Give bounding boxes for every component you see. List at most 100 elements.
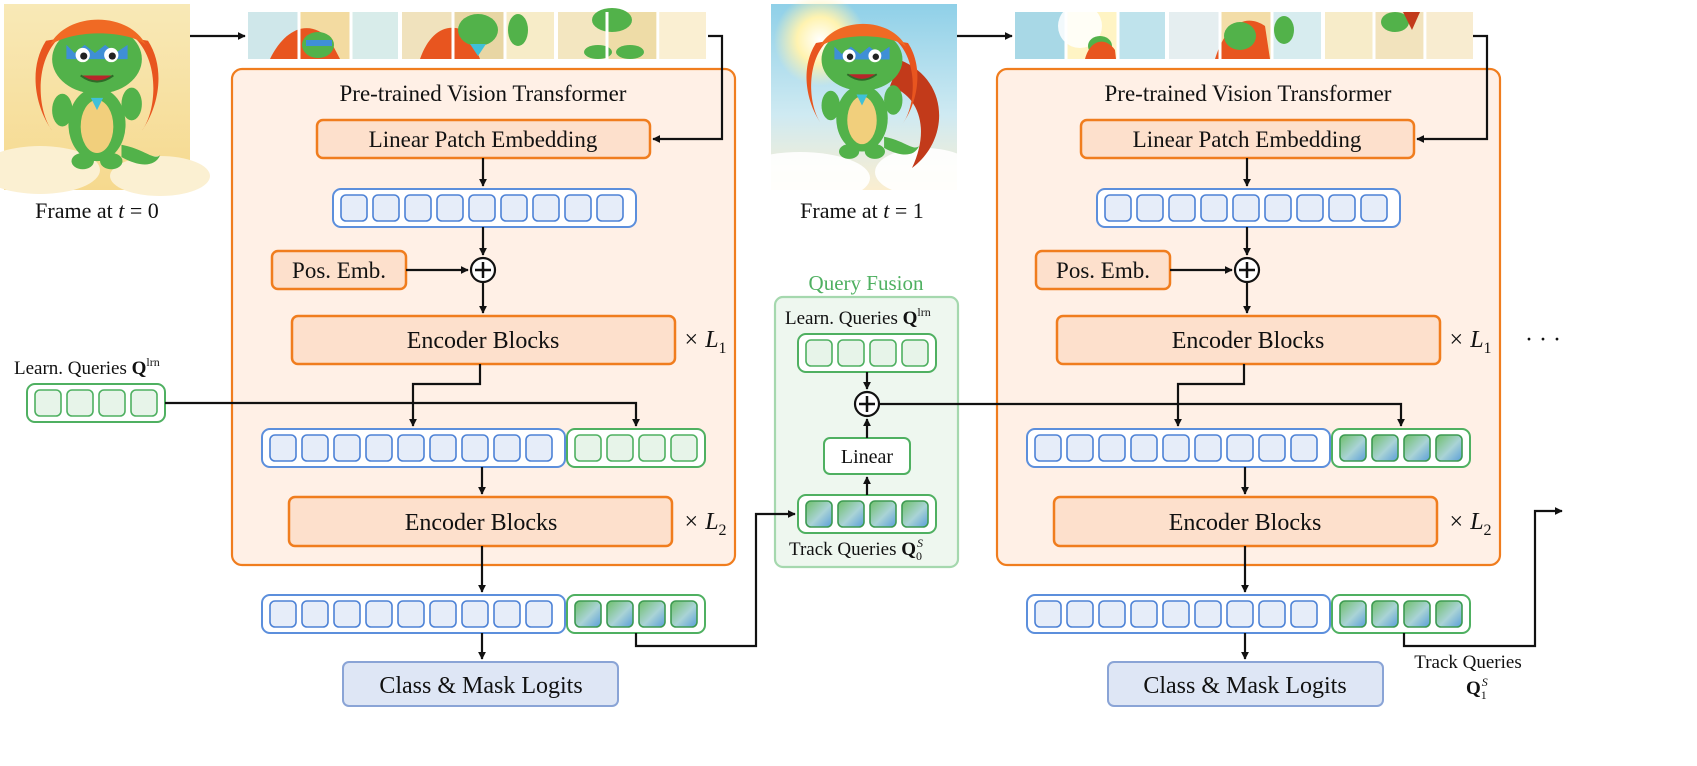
repeat-l2-left: × L2	[683, 509, 727, 539]
add-op-left-icon	[469, 256, 497, 284]
track-query-token	[1371, 600, 1399, 628]
patch-token	[429, 600, 457, 628]
patch-token	[1098, 600, 1126, 628]
learn-queries-label-left: Learn. Queries Qlrn	[14, 355, 160, 379]
class-mask-logits-right	[1107, 661, 1384, 707]
encoder-blocks-1-right	[1055, 314, 1442, 366]
frame-0-image	[0, 4, 210, 196]
fusion-learn-queries-row	[797, 333, 937, 373]
repeat-l1-right: × L1	[1448, 327, 1492, 357]
patch-token	[493, 434, 521, 462]
patch-token	[468, 194, 496, 222]
token-row-mid-right	[1026, 428, 1471, 468]
patch-token	[493, 600, 521, 628]
repeat-l2-right: × L2	[1448, 509, 1492, 539]
track-query-token	[805, 500, 833, 528]
learnable-query-token	[638, 434, 666, 462]
class-mask-logits-label-right: Class & Mask Logits	[1143, 673, 1346, 699]
patch-token	[1034, 600, 1062, 628]
patch-token	[596, 194, 624, 222]
patch-token	[1066, 434, 1094, 462]
encoder-blocks-1-label-left: Encoder Blocks	[407, 328, 560, 354]
linear-patch-embedding-label-right: Linear Patch Embedding	[1133, 127, 1362, 152]
track-query-token	[1403, 434, 1431, 462]
patch-token	[429, 434, 457, 462]
track-query-token	[1371, 434, 1399, 462]
track-query-token	[1403, 600, 1431, 628]
track-query-token	[1435, 600, 1463, 628]
track-query-token	[1339, 600, 1367, 628]
patch-token	[1264, 194, 1292, 222]
patch-token	[461, 434, 489, 462]
encoder-blocks-2-label-right: Encoder Blocks	[1169, 510, 1322, 536]
patch-token	[397, 600, 425, 628]
frame-0-caption: Frame at t = 0	[35, 198, 159, 223]
token-row-out-right	[1026, 594, 1471, 634]
class-mask-logits-label-left: Class & Mask Logits	[379, 673, 582, 699]
patch-token	[1200, 194, 1228, 222]
track-query-token	[574, 600, 602, 628]
patch-token	[525, 434, 553, 462]
pos-emb-label-left: Pos. Emb.	[292, 258, 386, 283]
patch-token	[1130, 434, 1158, 462]
vit-panel-title-left: Pre-trained Vision Transformer	[340, 81, 627, 106]
track-query-token	[638, 600, 666, 628]
patch-token	[372, 194, 400, 222]
patch-token	[301, 434, 329, 462]
learnable-query-token	[66, 389, 94, 417]
patch-token	[1258, 434, 1286, 462]
fusion-linear-label: Linear	[841, 446, 894, 468]
frame-1-caption: Frame at t = 1	[800, 198, 924, 223]
token-row-mid-left	[261, 428, 706, 468]
patch-token	[1194, 600, 1222, 628]
patch-token	[1290, 600, 1318, 628]
patch-token	[365, 434, 393, 462]
patch-token	[1130, 600, 1158, 628]
class-mask-logits-left	[342, 661, 619, 707]
patch-token	[1194, 434, 1222, 462]
patch-token	[1098, 434, 1126, 462]
query-fusion-title: Query Fusion	[809, 271, 924, 295]
patch-token	[1296, 194, 1324, 222]
learnable-query-token	[837, 339, 865, 367]
continuation-ellipsis: · · ·	[1525, 327, 1561, 353]
learnable-query-token	[606, 434, 634, 462]
track-query-token	[670, 600, 698, 628]
patch-token	[500, 194, 528, 222]
patch-token	[1104, 194, 1132, 222]
patch-token	[269, 434, 297, 462]
connector-arrows	[165, 32, 1563, 660]
patch-token	[340, 194, 368, 222]
patch-token	[1162, 600, 1190, 628]
pos-emb-label-right: Pos. Emb.	[1056, 258, 1150, 283]
add-op-right-icon	[1233, 256, 1261, 284]
learnable-query-token	[901, 339, 929, 367]
patch-token	[525, 600, 553, 628]
track-queries-out-label: Track Queries	[1414, 652, 1521, 673]
learnable-query-token	[98, 389, 126, 417]
patch-token	[1232, 194, 1260, 222]
encoder-blocks-1-label-right: Encoder Blocks	[1172, 328, 1325, 354]
patch-token	[1328, 194, 1356, 222]
patch-token	[564, 194, 592, 222]
learnable-query-token	[805, 339, 833, 367]
learnable-query-token	[130, 389, 158, 417]
repeat-l1-left: × L1	[683, 327, 727, 357]
patch-token	[1258, 600, 1286, 628]
patch-token	[333, 600, 361, 628]
track-query-token	[837, 500, 865, 528]
learnable-query-token	[670, 434, 698, 462]
encoder-blocks-2-left	[287, 495, 674, 548]
patch-token	[532, 194, 560, 222]
track-query-token	[606, 600, 634, 628]
patch-token	[1034, 434, 1062, 462]
patch-token	[365, 600, 393, 628]
learnable-query-token	[869, 339, 897, 367]
track-query-token	[901, 500, 929, 528]
patch-token	[397, 434, 425, 462]
learnable-query-token	[34, 389, 62, 417]
token-row-out-left	[261, 594, 706, 634]
patch-token	[1360, 194, 1388, 222]
